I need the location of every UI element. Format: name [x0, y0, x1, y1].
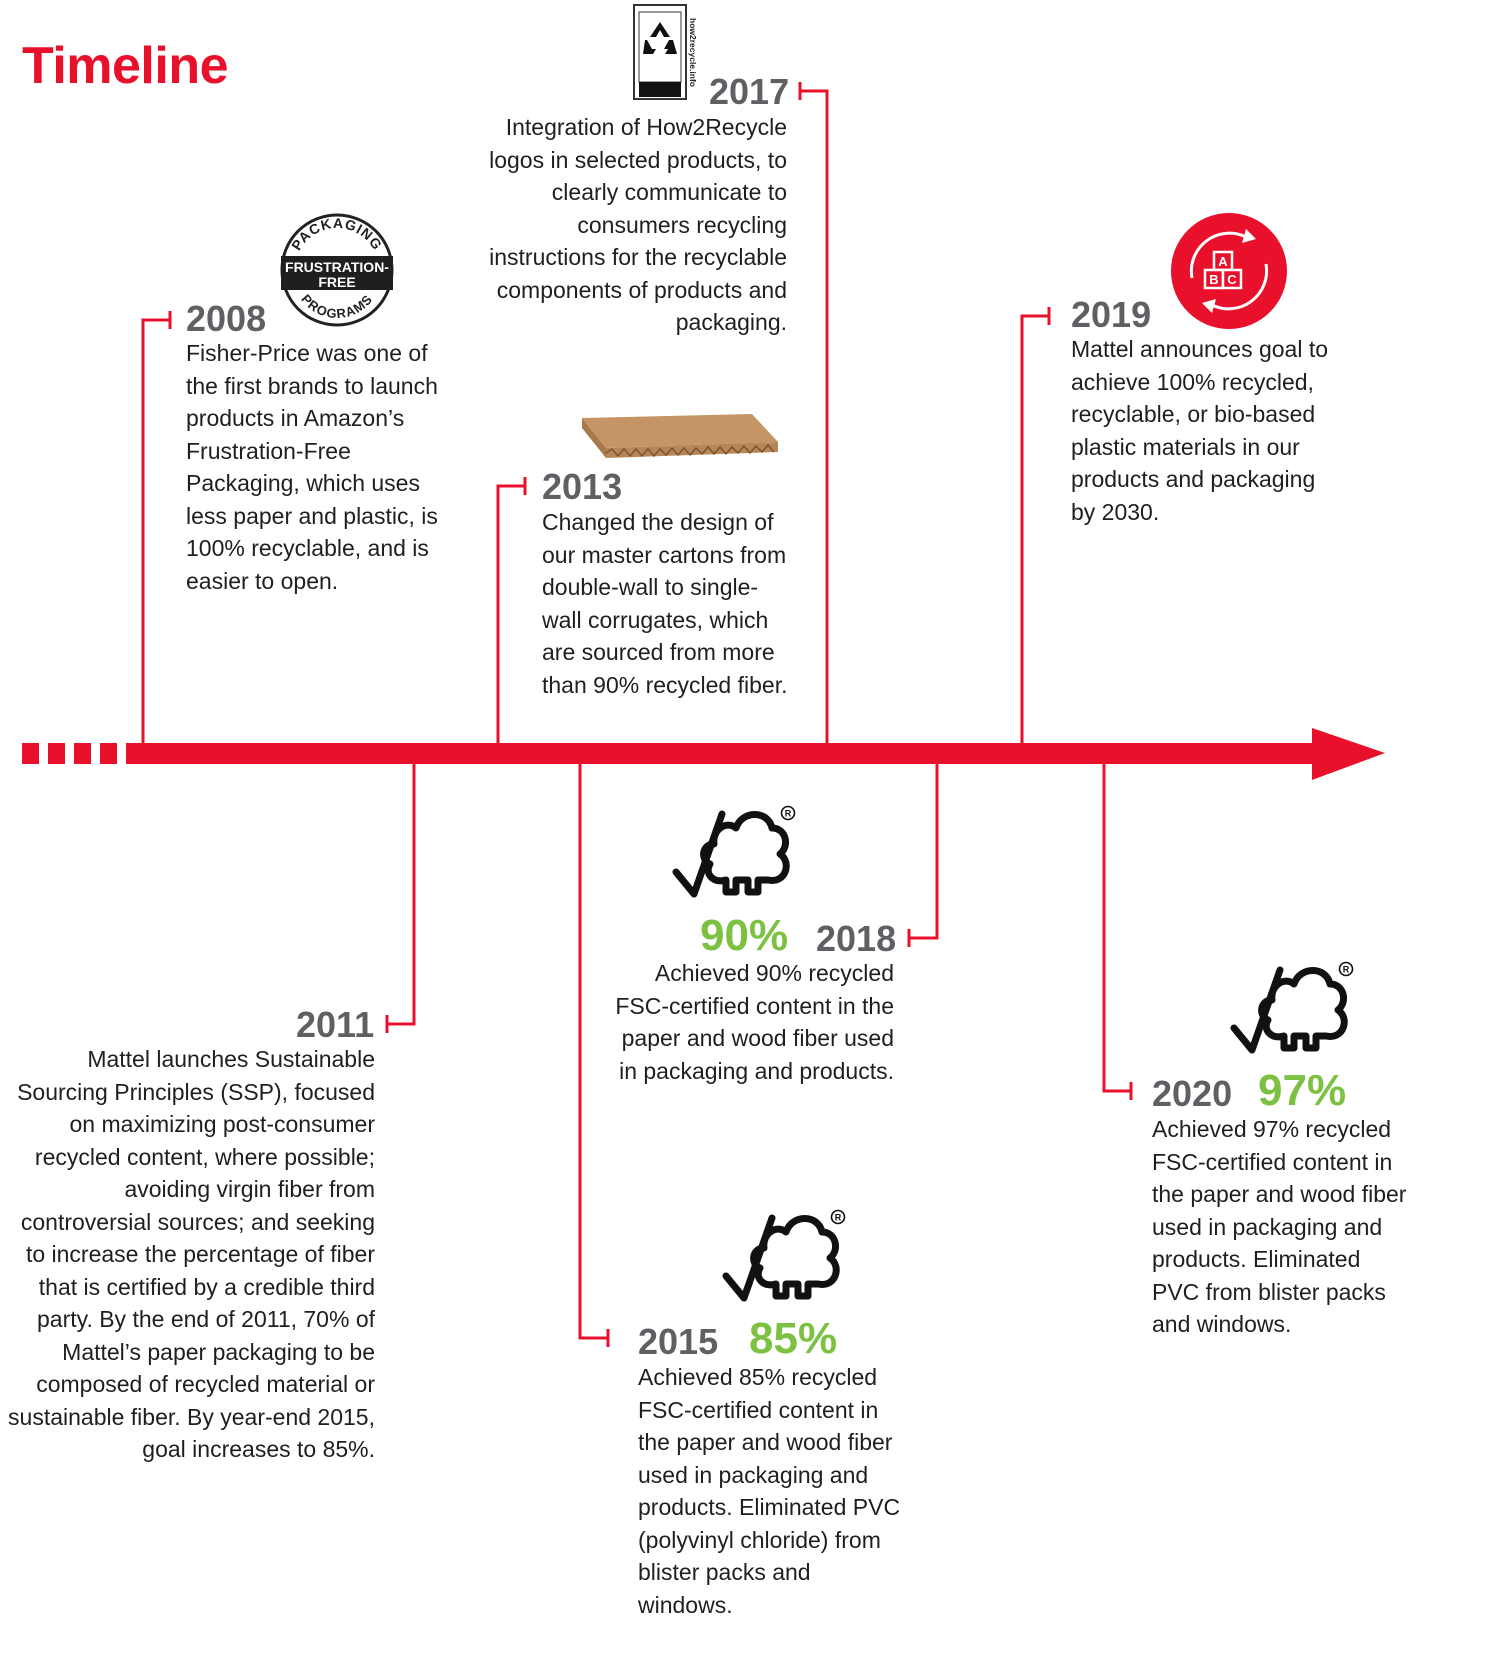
year-2015: 2015 — [638, 1321, 719, 1362]
svg-text:R: R — [785, 809, 792, 819]
axis-dash — [74, 743, 91, 764]
year-2013: 2013 — [542, 466, 623, 507]
description-2018: Achieved 90% recycled FSC-certified cont… — [615, 960, 894, 1084]
svg-text:how2recycle.info: how2recycle.info — [688, 18, 698, 87]
year-2011: 2011 — [296, 1004, 375, 1045]
connector-2020 — [1102, 762, 1131, 1093]
year-2019: 2019 — [1071, 294, 1152, 335]
svg-text:R: R — [1343, 965, 1350, 975]
connector-2011 — [387, 762, 416, 1026]
frustration-free-seal-icon: PACKAGING FRUSTRATION- FREE PROGRAMS — [280, 213, 394, 327]
year-2020: 2020 — [1152, 1073, 1233, 1114]
description-2008: Fisher-Price was one of the first brands… — [186, 340, 438, 594]
svg-text:C: C — [1227, 272, 1237, 287]
svg-text:A: A — [1218, 254, 1228, 269]
year-2008: 2008 — [186, 298, 267, 339]
svg-text:B: B — [1209, 272, 1218, 287]
connector-2019 — [1020, 314, 1049, 745]
fsc-tree-logo-icon: R — [672, 805, 796, 898]
percent-2015: 85% — [749, 1314, 838, 1363]
percent-2018: 90% — [700, 911, 789, 960]
description-2013: Changed the design of our master cartons… — [542, 509, 788, 698]
how2recycle-logo-icon: how2recycle.info — [633, 4, 698, 100]
axis-dash — [22, 743, 39, 764]
fsc-tree-logo-icon: R — [722, 1209, 846, 1302]
year-2018: 2018 — [816, 918, 897, 959]
svg-text:FRUSTRATION-: FRUSTRATION- — [285, 259, 389, 275]
connector-2018 — [909, 762, 939, 940]
svg-text:FREE: FREE — [318, 274, 355, 290]
description-2020: Achieved 97% recycled FSC-certified cont… — [1152, 1116, 1407, 1337]
axis-dash — [48, 743, 65, 764]
connector-2013 — [496, 484, 525, 745]
axis-bar — [143, 743, 1333, 764]
description-2019: Mattel announces goal to achieve 100% re… — [1071, 336, 1329, 525]
axis-dash — [100, 743, 117, 764]
axis-dash — [126, 743, 143, 764]
description-2011: Mattel launches Sustainable Sourcing Pri… — [8, 1046, 375, 1462]
percent-2020: 97% — [1258, 1066, 1347, 1115]
svg-text:R: R — [835, 1213, 842, 1223]
year-2017: 2017 — [709, 71, 790, 112]
connector-2008 — [141, 318, 170, 745]
corrugated-cardboard-icon — [582, 414, 778, 458]
fsc-tree-logo-icon: R — [1230, 961, 1354, 1054]
description-2015: Achieved 85% recycled FSC-certified cont… — [638, 1364, 901, 1618]
connector-2017 — [800, 89, 829, 745]
connector-2015 — [578, 762, 608, 1340]
recycled-blocks-icon: A B C — [1171, 213, 1287, 329]
page-title: Timeline — [22, 37, 229, 95]
description-2017: Integration of How2Recycle logos in sele… — [489, 114, 787, 335]
